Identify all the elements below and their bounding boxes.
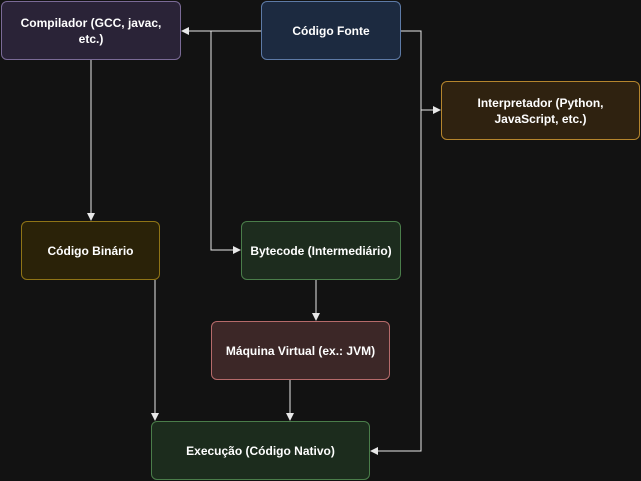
node-execucao: Execução (Código Nativo) — [151, 421, 370, 480]
edge-fonte-to-bytecode — [210, 30, 261, 254]
edge-fonte-to-execucao — [370, 110, 422, 455]
node-codigo-binario: Código Binário — [21, 221, 160, 280]
node-label: Interpretador (Python, JavaScript, etc.) — [477, 95, 604, 126]
node-interpretador: Interpretador (Python, JavaScript, etc.) — [441, 81, 640, 140]
node-label: Compilador (GCC, javac, etc.) — [20, 15, 162, 46]
node-label: Execução (Código Nativo) — [186, 443, 335, 458]
node-label: Código Binário — [47, 243, 134, 258]
node-maquina-virtual: Máquina Virtual (ex.: JVM) — [211, 321, 390, 380]
edge-fonte-to-interpretador — [401, 30, 441, 114]
node-label: Máquina Virtual (ex.: JVM) — [225, 343, 376, 358]
node-compilador: Compilador (GCC, javac, etc.) — [1, 1, 181, 60]
node-label: Código Fonte — [292, 23, 370, 38]
node-label: Bytecode (Intermediário) — [250, 243, 392, 258]
node-codigo-fonte: Código Fonte — [261, 1, 401, 60]
node-bytecode: Bytecode (Intermediário) — [241, 221, 401, 280]
